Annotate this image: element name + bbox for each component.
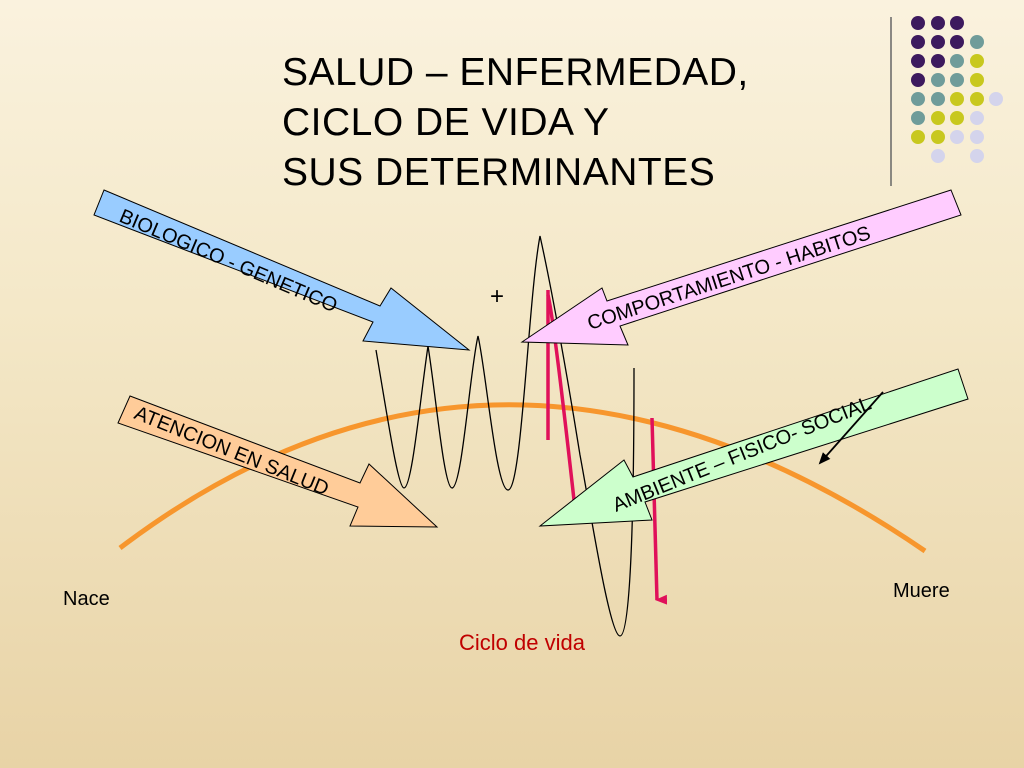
arrow-atencion-label: ATENCION EN SALUD [131, 402, 332, 500]
red-line-3 [650, 417, 668, 605]
label-muere: Muere [893, 580, 950, 602]
decorative-dots [911, 16, 1003, 163]
decorative-dot [950, 73, 964, 87]
decorative-dot [970, 149, 984, 163]
plus-sign: + [490, 283, 504, 310]
decorative-dot [950, 54, 964, 68]
decorative-dot [911, 130, 925, 144]
decorative-dot [931, 149, 945, 163]
decorative-dot [950, 92, 964, 106]
decorative-dot [931, 16, 945, 30]
decorative-dot [970, 111, 984, 125]
decorative-dot [989, 92, 1003, 106]
title-line-3: SUS DETERMINANTES [282, 151, 716, 194]
decorative-dot [950, 111, 964, 125]
arrow-comportamiento-label: COMPORTAMIENTO - HABITOS [585, 222, 874, 334]
decorative-dot [911, 73, 925, 87]
title-line-2: CICLO DE VIDA Y [282, 101, 610, 144]
decorative-dot [911, 92, 925, 106]
arrow-comportamiento: COMPORTAMIENTO - HABITOS [520, 189, 962, 346]
decorative-dot [911, 54, 925, 68]
health-wave [375, 235, 635, 637]
decorative-dot [970, 130, 984, 144]
decorative-dot [950, 16, 964, 30]
decorative-dot [970, 92, 984, 106]
slide-title: SALUD – ENFERMEDAD, CICLO DE VIDA Y SUS … [282, 48, 749, 198]
decorative-dot [911, 111, 925, 125]
title-line-1: SALUD – ENFERMEDAD, [282, 51, 749, 94]
arrow-biologico: BIOLOGICO - GENETICO [93, 189, 471, 351]
label-nace: Nace [63, 588, 110, 610]
decorative-dot [970, 54, 984, 68]
decorative-dot [950, 130, 964, 144]
decorative-dot [970, 73, 984, 87]
decorative-dot [931, 54, 945, 68]
decorative-dot [911, 16, 925, 30]
label-ciclo-de-vida: Ciclo de vida [459, 630, 585, 655]
decorative-dot [931, 92, 945, 106]
decorative-dot [911, 35, 925, 49]
small-black-arrow [818, 391, 884, 465]
decorative-dot [931, 73, 945, 87]
decorative-dot [950, 35, 964, 49]
decorative-dot [931, 111, 945, 125]
arrow-biologico-label: BIOLOGICO - GENETICO [116, 205, 340, 317]
decorative-dot [931, 130, 945, 144]
arrow-ambiente: AMBIENTE – FISICO- SOCIAL [538, 368, 969, 527]
decorative-dot [970, 35, 984, 49]
decorative-dot [931, 35, 945, 49]
life-cycle-curve [118, 402, 927, 554]
red-line-2 [546, 294, 585, 504]
